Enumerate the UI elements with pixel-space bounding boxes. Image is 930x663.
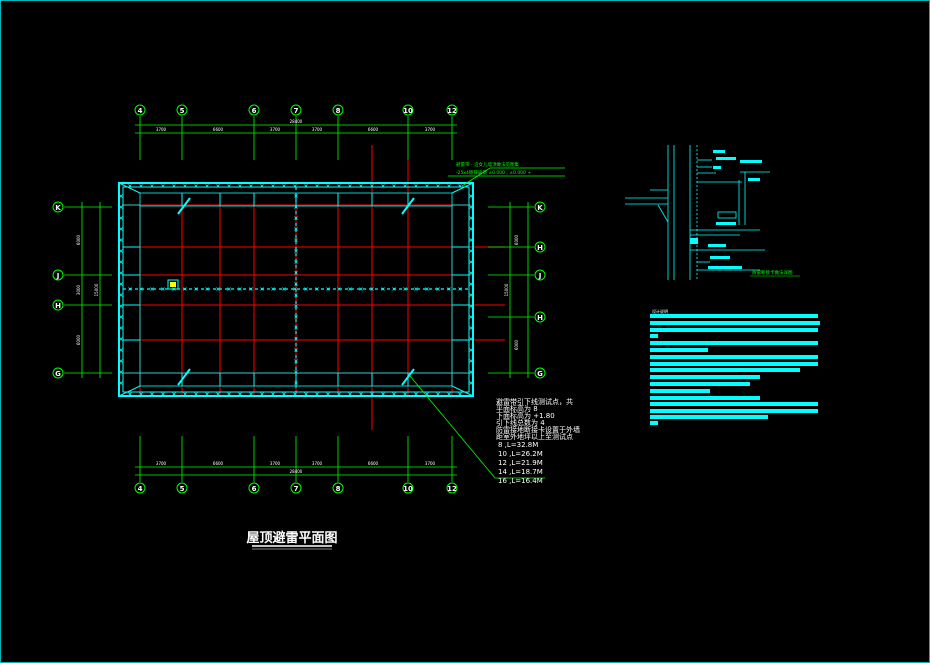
- axis-bottom-8: 8: [336, 485, 341, 493]
- conductor-leader: [409, 375, 545, 479]
- dim-bottom-5: 6600: [368, 461, 379, 466]
- dim-top-2: 6600: [213, 127, 224, 132]
- axis-left-j: J: [56, 272, 60, 280]
- axis-right-h1: H: [537, 244, 543, 252]
- axis-top-10: 10: [403, 107, 413, 115]
- drawing-title-block: 屋顶避雷平面图: [246, 530, 338, 550]
- axis-bubbles-left: [52, 201, 64, 379]
- conductor-notes: 避雷带引下线测试点，共 平面标高为 8 下面标高为 +1.80 引下线总数为 4…: [496, 397, 580, 485]
- total-dim-bottom: 28400: [290, 469, 303, 474]
- axis-bubbles-bottom: [134, 482, 458, 494]
- axis-bottom-6: 6: [252, 485, 257, 493]
- axis-top-5: 5: [180, 107, 185, 115]
- building-outline: [118, 182, 474, 397]
- axis-bubbles-right: [534, 201, 546, 379]
- dim-bottom-1: 3700: [156, 461, 167, 466]
- left-dimensions: 6000 3000 6000 15000: [64, 202, 112, 378]
- dim-right-total: 15000: [504, 283, 509, 296]
- axis-bottom-7: 7: [294, 485, 299, 493]
- axis-top-12: 12: [447, 107, 457, 115]
- axis-bottom-4: 4: [138, 485, 143, 493]
- bottom-dimensions: 3700 6600 3700 3700 6600 3700 28400: [135, 436, 457, 482]
- dim-top-5: 6600: [368, 127, 379, 132]
- axis-bottom-5: 5: [180, 485, 185, 493]
- leader-note: 避雷带 - 沿女儿墙顶做法见图集 -25x4镀锌扁钢 ±0.000 , ±0.0…: [448, 161, 565, 187]
- note-8: 10 ,L=26.2M: [498, 450, 543, 458]
- axis-left-h: H: [55, 302, 61, 310]
- axis-left-k: K: [55, 204, 61, 212]
- dim-top-3: 3700: [270, 127, 281, 132]
- dim-left-2: 3000: [76, 284, 81, 295]
- detail-caption: 防雷断接卡做法详图: [752, 269, 793, 276]
- note-10: 14 ,L=18.7M: [498, 468, 543, 476]
- design-notes-block: [650, 314, 820, 425]
- dim-right-1: 6000: [514, 234, 519, 245]
- dim-left-total: 15000: [94, 283, 99, 296]
- note-9: 12 ,L=21.9M: [498, 459, 543, 467]
- section-detail: [625, 145, 770, 280]
- axis-bubbles-top: [134, 104, 458, 116]
- axis-top-6: 6: [252, 107, 257, 115]
- dim-top-6: 3700: [425, 127, 436, 132]
- top-dimensions: 28400 3700 6600 3700 3700 6600 3700: [135, 116, 457, 160]
- note-7: 8 ,L=32.8M: [498, 441, 538, 449]
- dim-top-4: 3700: [312, 127, 323, 132]
- note-1: 避雷带引下线测试点，共: [496, 397, 573, 406]
- section-detail-labels: [690, 150, 762, 269]
- note-6: 距室外地坪以上至测试点: [496, 432, 573, 441]
- dim-left-3: 6000: [76, 334, 81, 345]
- dim-bottom-3: 3700: [270, 461, 281, 466]
- axis-bottom-10: 10: [403, 485, 413, 493]
- axis-top-8: 8: [336, 107, 341, 115]
- note-11: 16 ,L=16.4M: [498, 477, 543, 485]
- dim-bottom-6: 3700: [425, 461, 436, 466]
- right-dimensions: 6000 6000 15000: [488, 202, 534, 378]
- total-dim-top: 28400: [290, 119, 303, 124]
- dim-right-2: 6000: [514, 339, 519, 350]
- belt-supports: [119, 184, 473, 396]
- leader-note-line-2: -25x4镀锌扁钢 ±0.000 , ±0.000 +: [456, 169, 531, 176]
- note-2: 平面标高为 8: [496, 404, 538, 413]
- drawing-title: 屋顶避雷平面图: [246, 530, 337, 546]
- axis-bottom-12: 12: [447, 485, 457, 493]
- design-notes-title: 设计说明: [652, 308, 668, 314]
- axis-top-4: 4: [138, 107, 143, 115]
- leader-note-line-1: 避雷带 - 沿女儿墙顶做法见图集: [456, 161, 519, 168]
- axis-right-h2: H: [537, 314, 543, 322]
- note-4: 引下线总数为 4: [496, 418, 545, 427]
- dim-bottom-4: 3700: [312, 461, 323, 466]
- note-3: 下面标高为 +1.80: [496, 411, 555, 420]
- dim-left-1: 6000: [76, 234, 81, 245]
- axis-right-k: K: [537, 204, 543, 212]
- dim-bottom-2: 6600: [213, 461, 224, 466]
- note-5: 防雷接地断接卡设置于外墙: [496, 425, 580, 434]
- dim-top-1: 3700: [156, 127, 167, 132]
- axis-right-g: G: [537, 370, 543, 378]
- axis-right-j: J: [538, 272, 542, 280]
- axis-top-7: 7: [294, 107, 299, 115]
- roof-hatch-marker: [170, 282, 176, 287]
- axis-left-g: G: [55, 370, 61, 378]
